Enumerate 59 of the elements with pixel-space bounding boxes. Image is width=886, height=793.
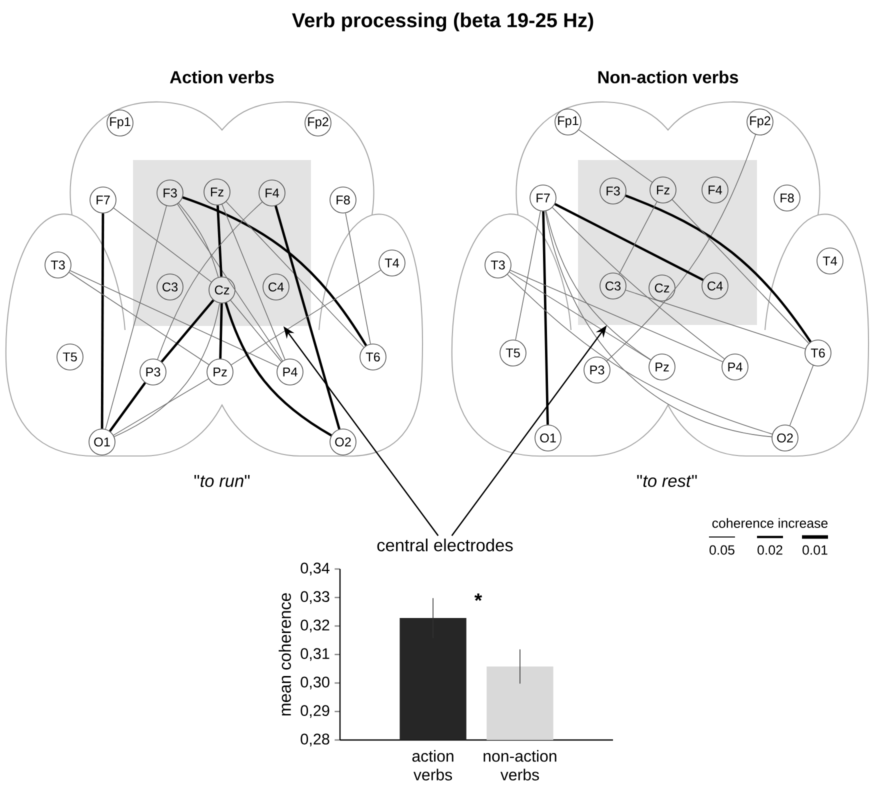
connection-line [100,213,104,429]
node-label: central electrodes [377,538,513,552]
connection-line [68,272,210,366]
connection-line [542,211,549,425]
connection-line [70,270,278,367]
connection-line [108,382,146,432]
y-tick-label: 0,31 [300,648,330,661]
connection-line [618,201,658,275]
panel-title: Non-action verbs [598,70,738,84]
connection-line [113,378,209,436]
connection-line [230,300,282,362]
connection-line [224,302,332,436]
connection-line [113,208,212,282]
x-tick-label: action verbs [412,750,454,780]
y-tick-label: 0,33 [300,591,330,604]
connection-line [105,206,167,430]
connection-line [114,302,220,437]
y-tick-label: 0,28 [300,734,330,746]
connection-line [226,201,364,348]
connection-line [222,204,286,360]
legend-label: 0.05 [710,545,734,555]
connection-line [515,210,541,340]
connection-line [230,270,382,366]
connection-line [216,205,223,277]
connection-line [552,207,725,360]
connection-line [625,194,812,343]
connection-line [507,274,773,434]
connection-line [544,210,772,438]
legend-title: coherence increase [712,518,828,528]
y-tick-label: 0,30 [300,676,330,690]
title: Verb processing (beta 19-25 Hz) [292,12,594,32]
y-tick-label: 0,29 [300,705,330,718]
panel-title: Action verbs [170,70,274,84]
connection-line [182,196,368,346]
caption: "to run" [194,474,250,488]
legend-label: 0.01 [802,545,828,555]
connection-line [178,202,219,278]
connection-line [177,204,283,362]
connection-line [554,203,704,281]
annotation: * [474,593,482,601]
connection-line [160,299,214,363]
connection-line [578,129,652,183]
x-tick-label: non-action verbs [484,750,556,780]
legend-label: 0.02 [758,545,782,555]
connection-line [510,270,724,362]
connection-line [789,365,814,426]
y-axis-title: mean coherence [278,593,291,716]
caption: "to rest" [637,474,697,488]
connection-line [606,134,756,362]
connection-line [672,199,810,344]
connection-line [345,212,371,344]
connection-line [546,210,652,360]
y-tick-label: 0,32 [300,620,330,632]
connection-line [508,272,652,360]
connection-line [274,206,340,430]
connection-line [625,290,806,350]
connection-line [219,303,223,359]
connection-line [157,202,262,360]
y-tick-label: 0,34 [300,562,330,576]
